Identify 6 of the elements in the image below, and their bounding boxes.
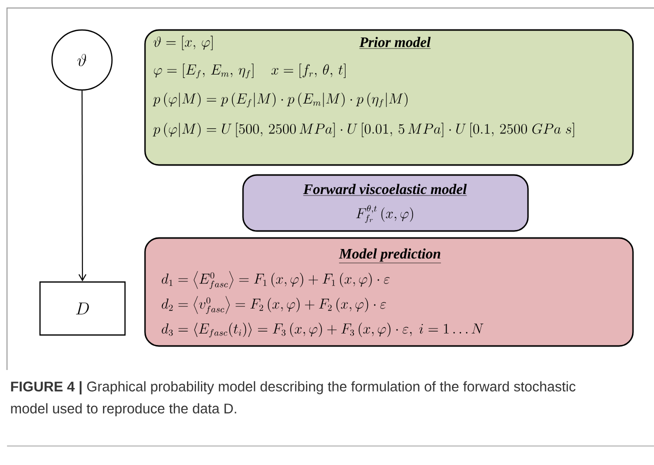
figure-caption: FIGURE 4 | Graphical probability model describing the formulation of the forward stochastic model used to reproduce the data D. bbox=[11, 381, 576, 416]
prior-model-box: $\vartheta=[x,\,\varphi]$ Prior model $\varphi=\left[E_f,\,E_m,\,\eta_f\right]\quad x=\left[f_r,\,\theta,\,t\right]$ $p\left(\varphi|M\right)=p\left(E_f|M\right)\cdot p\left(E_m|M\right)\cdot p\left(\eta_f|M\right)$ $p\left(\varphi|M\right)=U\left[500,\,2500\,MPa\right]\cdot U\left[0.01,\,5\,MPa\right]\cdot U\left[0.1,\,2500\;GPa\;s\right]$ bbox=[144, 29, 634, 166]
prediction-box: Model prediction $d_1=\left\langle E^0_{fasc}\right\rangle=F_1\left(x,\varphi\right)+F_1\left(x,\varphi\right)\cdot\varepsilon$ $d_2=\left\langle v^0_{fasc}\right\rangle=F_2\left(x,\varphi\right)+F_2\left(x,\varphi\right)\cdot\varepsilon$ $d_3=\left\langle E_{fasc}(t_i)\right\rangle=F_3\left(x,\varphi\right)+F_3\left(x,\varphi\right)\cdot\varepsilon,\ i=1\ldots N$ bbox=[144, 237, 634, 347]
forward-model-box: Forward viscoelastic model $F_{f_r}^{\theta,t}\left(x,\varphi\right)$ bbox=[242, 174, 529, 232]
data-box: $D$ bbox=[39, 281, 126, 336]
arrow bbox=[78, 90, 86, 282]
